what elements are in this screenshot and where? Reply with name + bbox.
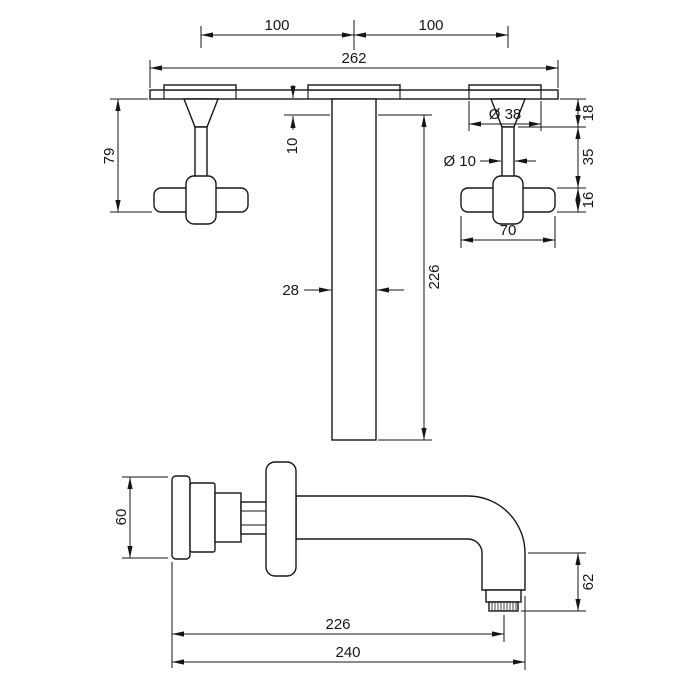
dim-label-spacing-right: 100 — [418, 17, 443, 34]
dim-label-spout-projection: 226 — [426, 264, 443, 289]
dim-handle-projection: 79 — [101, 98, 152, 213]
spout-plan — [331, 98, 377, 441]
dim-label-projection-to-outlet: 226 — [325, 616, 350, 633]
dim-label-handle-projection: 79 — [101, 148, 118, 165]
side-escutcheon-step — [189, 482, 216, 553]
side-pipe — [240, 501, 268, 535]
handle-right-hub — [492, 175, 524, 225]
dim-label-rosette-diameter: Ø 38 — [489, 106, 522, 123]
dim-label-spout-width: 28 — [282, 282, 299, 299]
dim-stem-diameter: Ø 10 — [443, 153, 536, 170]
dim-bar-length: 70 — [460, 216, 556, 248]
dim-label-stem-diameter: Ø 10 — [443, 153, 476, 170]
dim-projection-total: 240 — [172, 596, 526, 670]
dim-outlet-drop: 62 — [521, 552, 597, 612]
handle-left-cone — [182, 98, 220, 128]
rosette-edges — [163, 90, 542, 99]
dim-spout-width: 28 — [282, 282, 404, 299]
aerator-body — [485, 589, 522, 603]
dim-rosette-offset: 10 — [284, 85, 330, 154]
wall-plate — [149, 89, 559, 100]
dim-label-projection-total: 240 — [335, 644, 360, 661]
dim-label-plate-width: 262 — [341, 50, 366, 67]
dim-stem-length: 35 — [557, 127, 597, 189]
rosette-left — [163, 84, 237, 91]
dim-projection-to-outlet: 226 — [171, 562, 505, 668]
rosette-right — [468, 84, 542, 91]
aerator-hatch — [491, 602, 517, 611]
spout-tube — [295, 495, 526, 591]
dim-spout-projection: 226 — [378, 114, 443, 441]
front-view-geometry — [149, 84, 559, 441]
dim-rosette-diameter: Ø 38 — [468, 101, 542, 131]
side-view-geometry — [171, 461, 526, 612]
dim-cone-depth: 18 — [518, 98, 597, 128]
aerator-mesh — [488, 601, 519, 612]
side-flange — [171, 475, 191, 560]
dim-label-bar-thickness: 16 — [580, 192, 597, 209]
dim-label-escutcheon-height: 60 — [113, 509, 130, 526]
dim-label-stem-length: 35 — [580, 149, 597, 166]
side-pipe-lines — [241, 510, 267, 526]
rosette-center — [307, 84, 401, 91]
dim-escutcheon-height: 60 — [113, 476, 168, 559]
dim-label-spacing-left: 100 — [264, 17, 289, 34]
dim-label-bar-length: 70 — [500, 222, 517, 239]
dim-label-outlet-drop: 62 — [580, 574, 597, 591]
dim-label-cone-depth: 18 — [580, 105, 597, 122]
handle-left-hub — [185, 175, 217, 225]
dim-bar-thickness: 16 — [557, 188, 597, 213]
dim-spacing-right: 100 — [354, 17, 509, 48]
dim-spacing-left: 100 — [200, 17, 355, 50]
dim-plate-width: 262 — [149, 50, 559, 88]
dim-label-rosette-offset: 10 — [284, 138, 301, 155]
side-hub — [214, 492, 242, 543]
side-handle-bar — [265, 461, 297, 577]
